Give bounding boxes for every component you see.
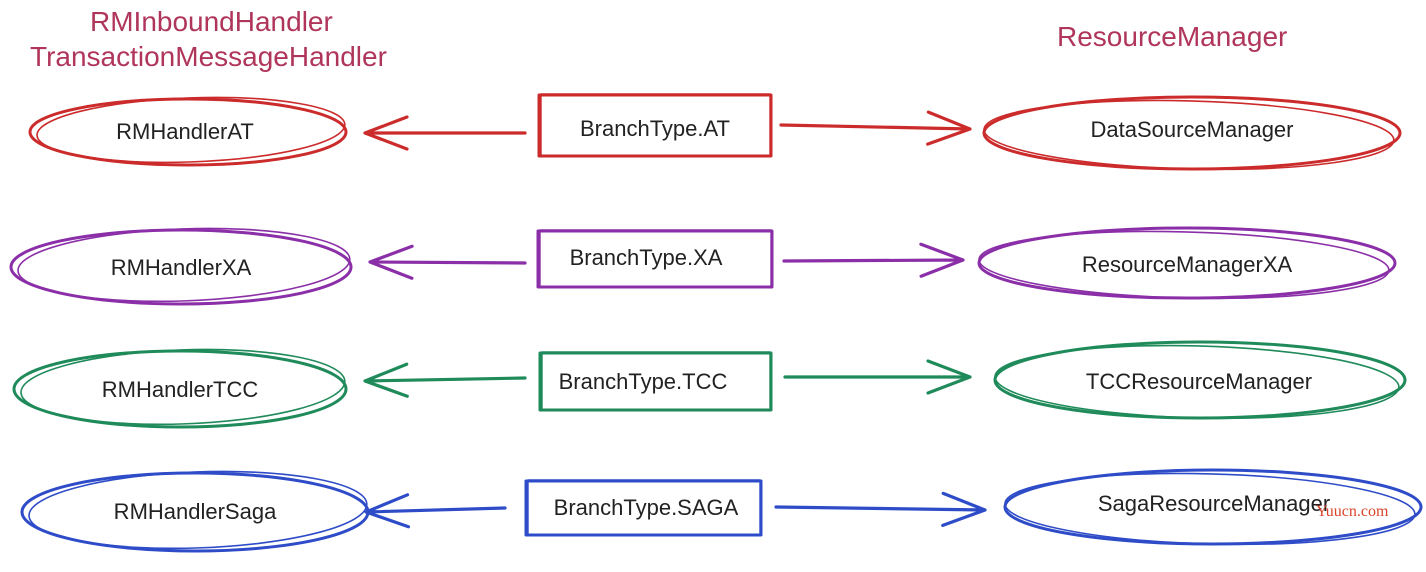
manager-ellipse-sketch-xa [978,230,1390,300]
arrow-to-manager-saga [774,491,987,527]
watermark: Yuucn.com [1316,503,1389,520]
manager-label-tcc: TCCResourceManager [1085,369,1313,394]
handler-ellipse-xa [9,228,353,306]
branch-label-tcc: BranchType.TCC [558,369,728,394]
handler-label-tcc: RMHandlerTCC [101,377,259,402]
header-rm-inbound-handler: RMInboundHandler [90,6,333,37]
arrow-to-handler-tcc [363,362,527,398]
arrow-to-manager-at [779,110,972,146]
arrow-to-handler-saga [364,493,507,529]
arrow-to-manager-xa [782,242,965,278]
branch-label-xa: BranchType.XA [569,245,723,270]
manager-label-xa: ResourceManagerXA [1081,252,1293,277]
handler-ellipse-at [28,97,348,167]
branch-box-sketch-at [540,93,771,157]
handler-label-at: RMHandlerAT [116,119,254,144]
handler-label-saga: RMHandlerSaga [113,499,277,524]
header-transaction-message-handler: TransactionMessageHandler [30,41,387,72]
arrow-to-handler-xa [368,244,527,280]
handler-ellipse-sketch-xa [17,227,351,303]
handler-ellipse-sketch-saga [28,470,368,550]
branch-box-sketch-saga [527,479,761,536]
handler-ellipse-sketch-tcc [20,348,346,426]
handler-ellipse-sketch-at [36,96,346,164]
branch-label-at: BranchType.AT [580,116,730,141]
manager-label-at: DataSourceManager [1090,117,1294,142]
branch-box-sketch-xa [539,229,772,288]
handler-ellipse-tcc [12,349,348,429]
arrow-to-handler-at [363,115,527,151]
branch-label-saga: BranchType.SAGA [553,495,739,520]
arrow-to-manager-tcc [783,359,972,395]
manager-ellipse-sketch-tcc [994,344,1400,420]
manager-ellipse-sketch-at [983,99,1395,171]
handler-label-xa: RMHandlerXA [110,255,252,280]
header-resource-manager: ResourceManager [1057,21,1288,52]
branch-box-sketch-tcc [541,351,771,411]
manager-ellipse-sketch-saga [1004,472,1416,546]
manager-label-saga: SagaResourceManager [1097,491,1331,516]
